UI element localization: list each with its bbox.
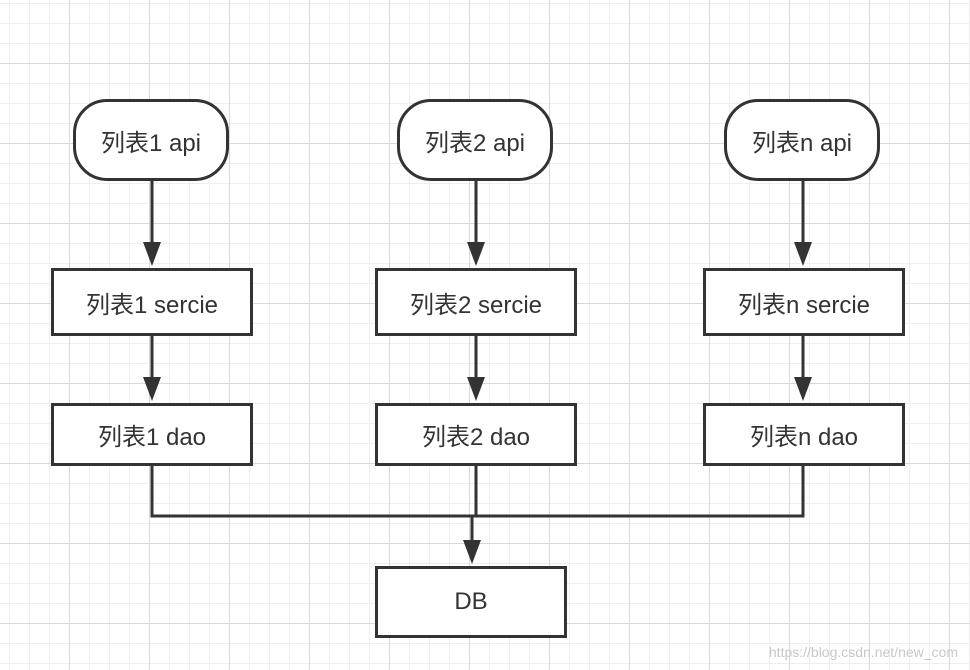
node-listn-service[interactable]: 列表n sercie [703,268,905,336]
arrowhead-service-2 [467,242,485,266]
node-label: 列表n dao [749,424,859,451]
node-list2-dao[interactable]: 列表2 dao [375,403,577,466]
node-list2-api[interactable]: 列表2 api [397,99,553,181]
node-label: 列表2 dao [421,424,531,451]
node-label: DB [454,588,488,615]
node-label: 列表2 sercie [409,291,543,319]
node-list2-service[interactable]: 列表2 sercie [375,268,577,336]
node-list1-dao[interactable]: 列表1 dao [51,403,253,466]
node-label: 列表n api [751,129,853,157]
node-label: 列表n sercie [737,291,871,319]
arrowhead-dao-2 [467,377,485,401]
node-label: 列表1 sercie [85,291,219,319]
arrowhead-dao-1 [143,377,161,401]
node-label: 列表1 api [100,129,202,157]
node-list1-service[interactable]: 列表1 sercie [51,268,253,336]
arrowhead-dao-n [794,377,812,401]
node-label: 列表2 api [424,129,526,157]
node-list1-api[interactable]: 列表1 api [73,99,229,181]
watermark-text: https://blog.csdn.net/new_com [768,644,958,660]
arrowhead-service-n [794,242,812,266]
node-db[interactable]: DB [375,566,567,638]
node-listn-dao[interactable]: 列表n dao [703,403,905,466]
node-label: 列表1 dao [97,424,207,451]
node-listn-api[interactable]: 列表n api [724,99,880,181]
arrowhead-service-1 [143,242,161,266]
arrowhead-db [463,540,481,564]
